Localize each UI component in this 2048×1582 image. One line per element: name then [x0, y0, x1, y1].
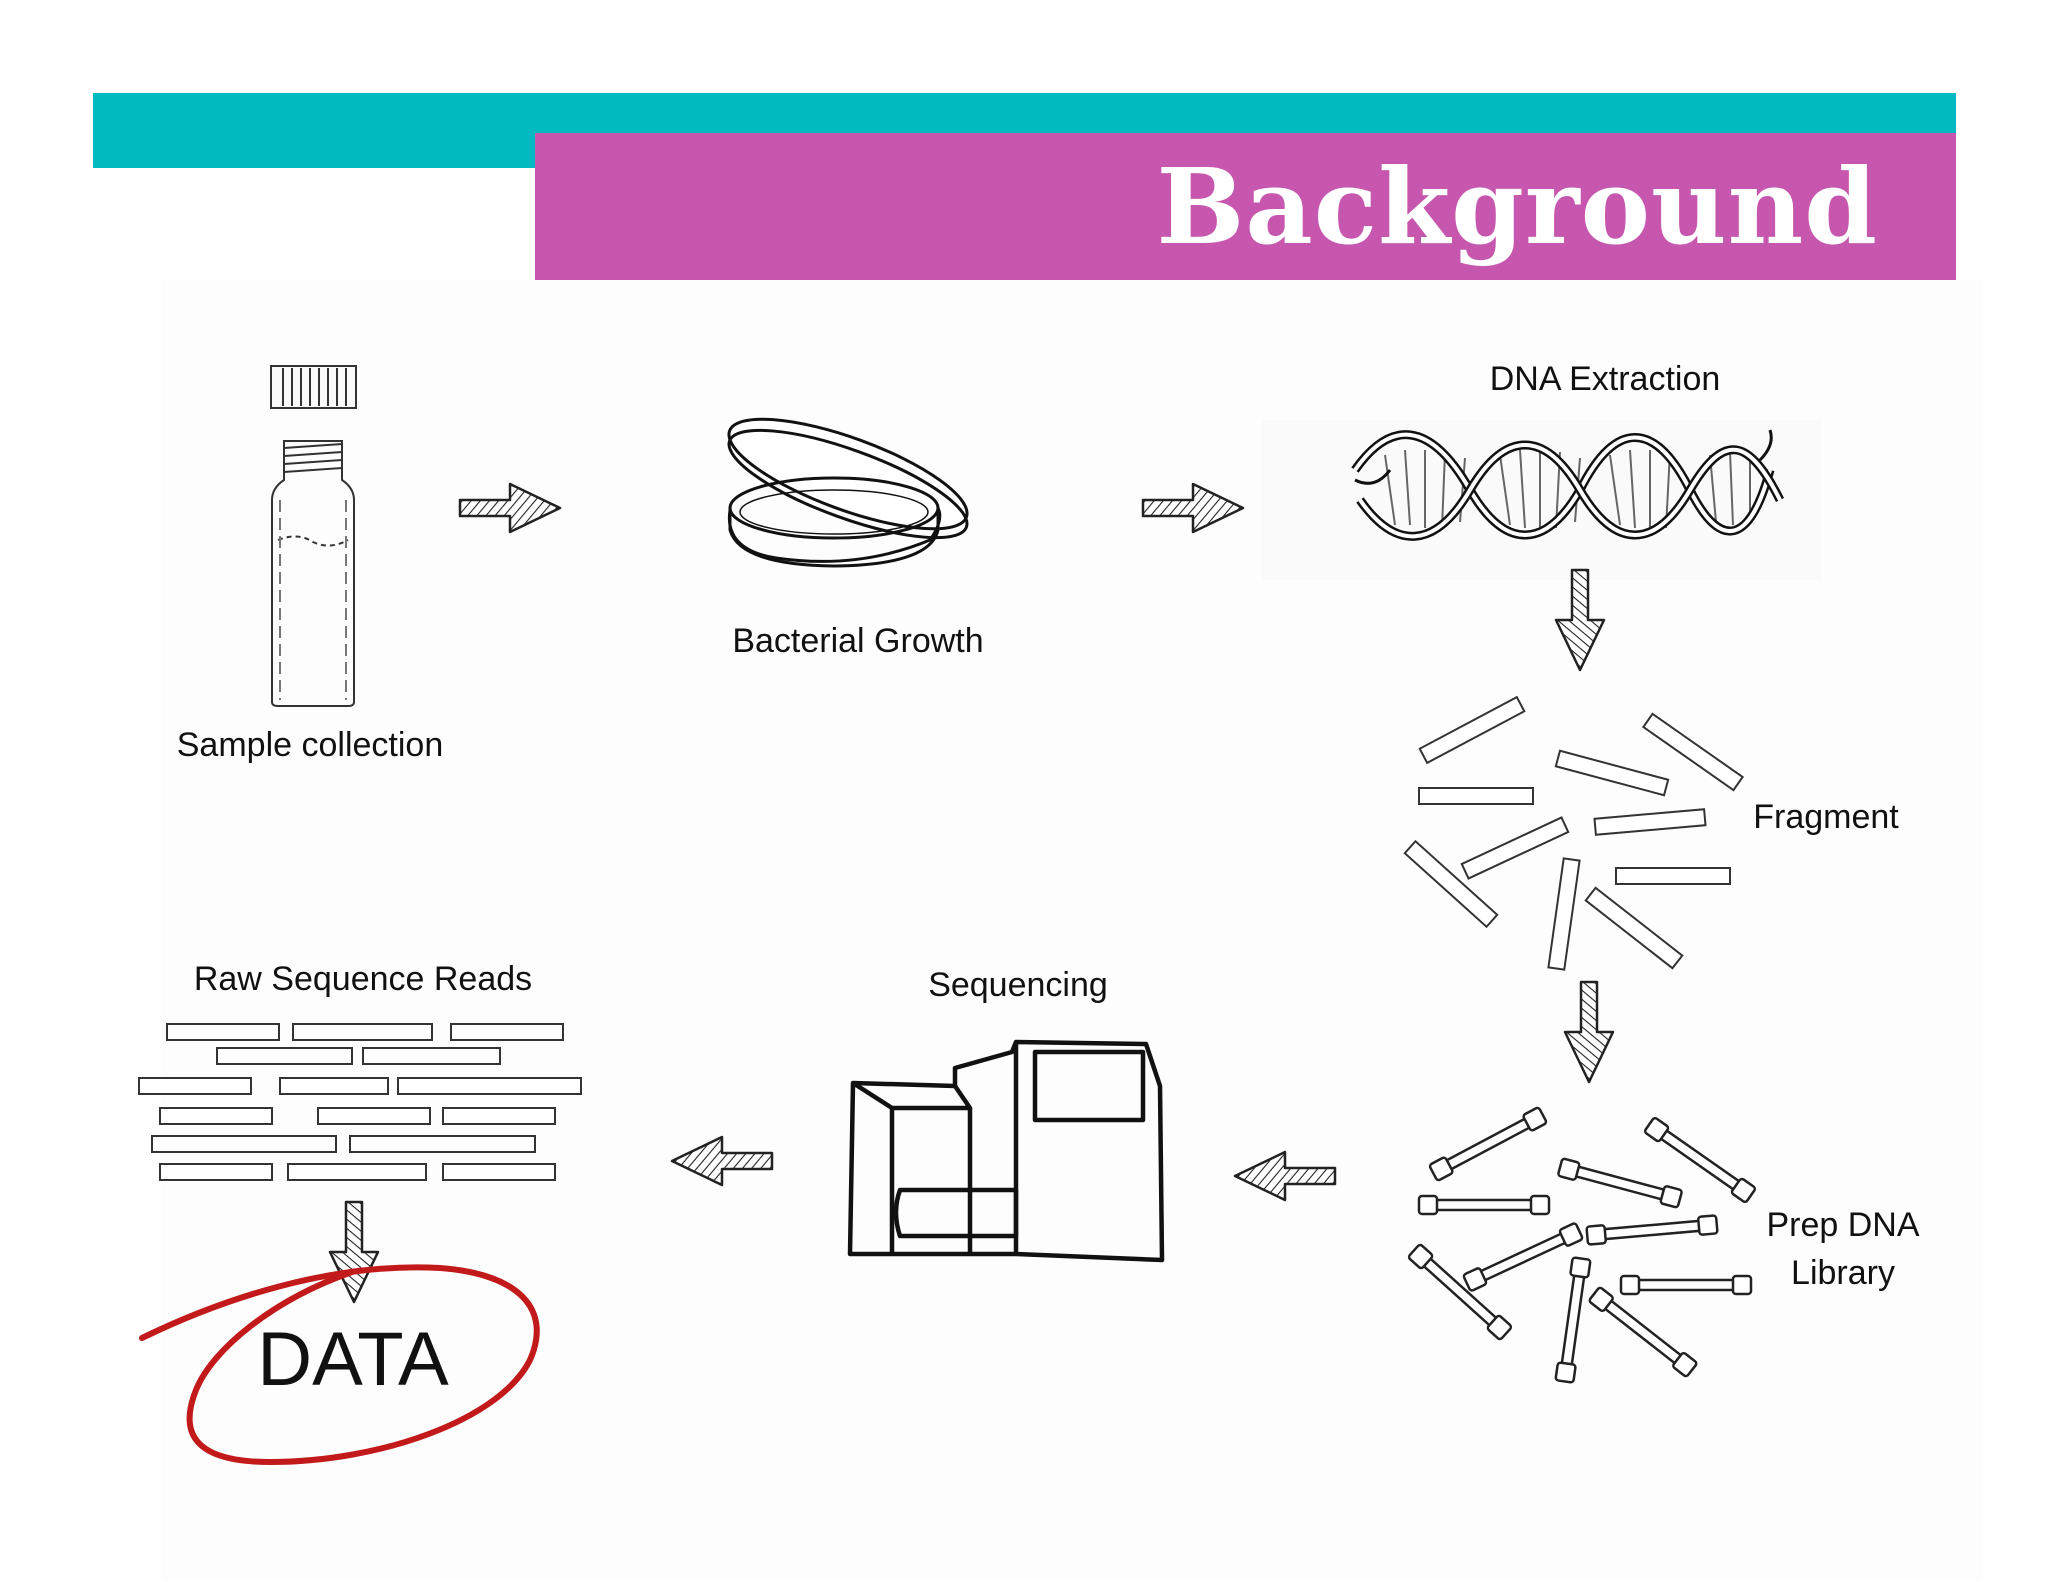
dna-helix-icon: [1262, 420, 1822, 580]
sequence-reads-icon: [138, 1023, 582, 1181]
label-fragment: Fragment: [1753, 798, 1899, 836]
label-sequencing: Sequencing: [928, 966, 1108, 1004]
arrow-down-icon: [1563, 980, 1615, 1084]
arrow-right-icon: [1141, 482, 1245, 534]
arrow-down-icon: [328, 1200, 380, 1304]
label-library: Library: [1791, 1254, 1895, 1292]
arrow-left-icon: [1233, 1150, 1337, 1202]
label-dna-extraction: DNA Extraction: [1490, 360, 1721, 398]
label-bacterial-growth: Bacterial Growth: [732, 622, 983, 660]
page-title: Background: [1156, 145, 1878, 268]
label-data: DATA: [257, 1317, 449, 1402]
arrow-right-icon: [458, 482, 562, 534]
arrow-down-icon: [1554, 568, 1606, 672]
red-circle-highlight: [139, 1264, 540, 1466]
label-sample-collection: Sample collection: [177, 726, 443, 764]
label-prep-dna: Prep DNA: [1766, 1206, 1919, 1244]
petri-dish-icon: [727, 417, 969, 568]
title-banner: Background: [535, 133, 1956, 280]
sequencer-icon: [847, 1039, 1165, 1263]
dna-fragments-icon: [1403, 695, 1745, 971]
arrow-left-icon: [670, 1135, 774, 1187]
vial-icon: [270, 365, 357, 707]
dna-library-icon: [1407, 1106, 1757, 1384]
label-raw-sequence-reads: Raw Sequence Reads: [194, 960, 532, 998]
